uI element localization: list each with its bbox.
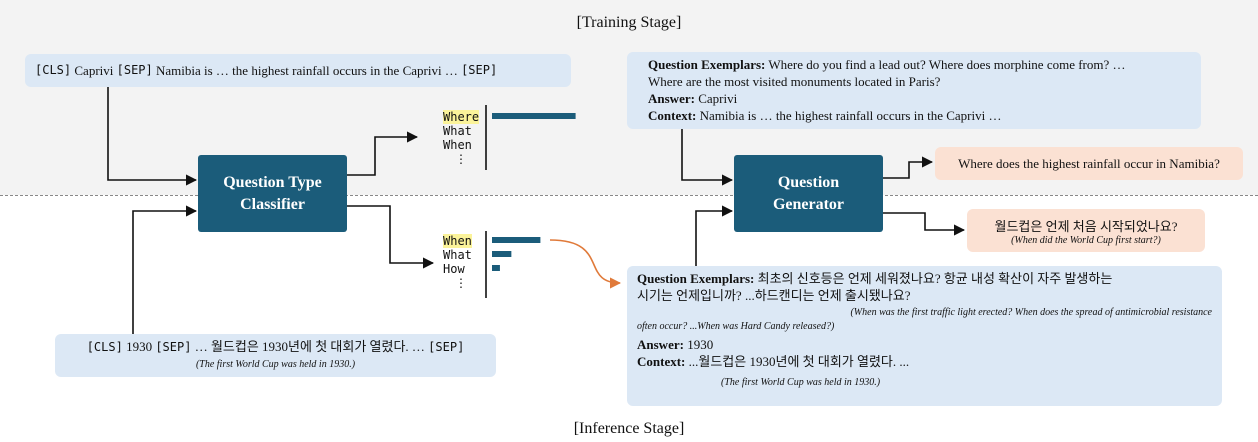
- training-input-box: [CLS] Caprivi [SEP] Namibia is … the hig…: [25, 54, 571, 87]
- answer-label: Answer:: [637, 337, 684, 352]
- context-translation: (The first World Cup was held in 1930.): [721, 377, 881, 388]
- question-type-classifier: Question Type Classifier: [198, 155, 347, 232]
- answer-text: Caprivi: [698, 91, 738, 106]
- inference-type-bars: [492, 237, 541, 271]
- generator-label-line1: Question: [777, 173, 840, 191]
- answer-text: 1930: [687, 337, 714, 352]
- context-text: Namibia is … the highest rainfall occurs…: [699, 108, 1002, 123]
- context-label: Context:: [637, 354, 686, 369]
- arrow-classifier-to-train-types: [347, 131, 419, 176]
- type-word-ellipsis: ⋮: [455, 152, 467, 166]
- generated-question: 월드컵은 언제 처음 시작되었나요?: [994, 218, 1178, 234]
- stage-divider: [0, 195, 1258, 196]
- sep-token: [SEP]: [461, 63, 498, 77]
- context-label: Context:: [648, 108, 697, 123]
- sep-token: [SEP]: [428, 340, 465, 354]
- exemplars-label: Question Exemplars:: [637, 271, 755, 286]
- type-score-bar: [492, 237, 541, 243]
- type-word: How: [443, 262, 465, 276]
- classifier-label-line2: Classifier: [240, 195, 305, 213]
- arrow-generator-to-train-output: [883, 156, 934, 179]
- type-word: What: [443, 248, 472, 262]
- exemplars-text: 시기는 언제입니까? ...하드캔디는 언제 출시됐나요?: [637, 288, 911, 303]
- context-text: … 월드컵은 1930년에 첫 대회가 열렸다. …: [194, 339, 425, 354]
- curve-arrow-type-to-exemplars: [549, 239, 622, 289]
- classifier-label-line1: Question Type: [223, 173, 322, 191]
- exemplars-text: 최초의 신호등은 언제 세워졌나요? 항균 내성 확산이 자주 발생하는: [757, 271, 1113, 286]
- training-generator-input-box: Question Exemplars: Where do you find a …: [627, 52, 1201, 129]
- answer-token: Caprivi: [74, 63, 114, 78]
- cls-token: [CLS]: [86, 340, 123, 354]
- training-type-bars: [492, 113, 576, 119]
- training-output-question: Where does the highest rainfall occur in…: [935, 147, 1243, 180]
- sep-token: [SEP]: [116, 63, 153, 77]
- arrow-infer-geninput-to-generator: [695, 205, 734, 266]
- inference-question-type-list: When What How ⋮: [443, 234, 472, 290]
- exemplars-text: Where are the most visited monuments loc…: [648, 74, 941, 89]
- inference-output-question: 월드컵은 언제 처음 시작되었나요? (When did the World C…: [967, 209, 1205, 252]
- arrow-generator-to-infer-output: [883, 212, 966, 236]
- type-word: When: [443, 138, 472, 152]
- type-score-bar: [492, 265, 500, 271]
- inference-input-box: [CLS] 1930 [SEP] … 월드컵은 1930년에 첫 대회가 열렸다…: [55, 334, 496, 377]
- type-word-highlighted: When: [443, 234, 472, 248]
- exemplars-text: Where do you find a lead out? Where does…: [768, 57, 1126, 72]
- question-generator: Question Generator: [734, 155, 883, 232]
- context-text: Namibia is … the highest rainfall occurs…: [156, 63, 458, 78]
- generated-question: Where does the highest rainfall occur in…: [958, 155, 1220, 171]
- sep-token: [SEP]: [155, 340, 192, 354]
- type-word-highlighted: Where: [443, 110, 480, 124]
- type-word: What: [443, 124, 472, 138]
- exemplars-translation: often occur? ...When was Hard Candy rele…: [637, 321, 835, 332]
- training-question-type-list: Where What When ⋮: [443, 110, 480, 166]
- generator-label-line2: Generator: [772, 195, 845, 213]
- inference-stage-label: [Inference Stage]: [573, 420, 685, 437]
- answer-label: Answer:: [648, 91, 695, 106]
- inference-generator-input-box: Question Exemplars: 최초의 신호등은 언제 세워졌나요? 항…: [627, 266, 1222, 406]
- generated-question-translation: (When did the World Cup first start?): [1011, 234, 1161, 246]
- type-word-ellipsis: ⋮: [455, 276, 467, 290]
- answer-token: 1930: [126, 339, 153, 354]
- type-score-bar: [492, 251, 512, 257]
- context-text: ...월드컵은 1930년에 첫 대회가 열렸다. ...: [688, 354, 910, 369]
- training-stage-label: [Training Stage]: [576, 14, 682, 31]
- context-translation: (The first World Cup was held in 1930.): [195, 359, 356, 370]
- arrow-train-input-to-classifier: [107, 87, 198, 186]
- arrow-train-geninput-to-generator: [681, 129, 734, 186]
- exemplars-label: Question Exemplars:: [648, 57, 766, 72]
- arrow-classifier-to-infer-types: [347, 205, 435, 269]
- type-score-bar: [492, 113, 576, 119]
- arrow-infer-input-to-classifier: [132, 205, 198, 334]
- exemplars-translation: (When was the first traffic light erecte…: [850, 307, 1212, 318]
- cls-token: [CLS]: [35, 63, 72, 77]
